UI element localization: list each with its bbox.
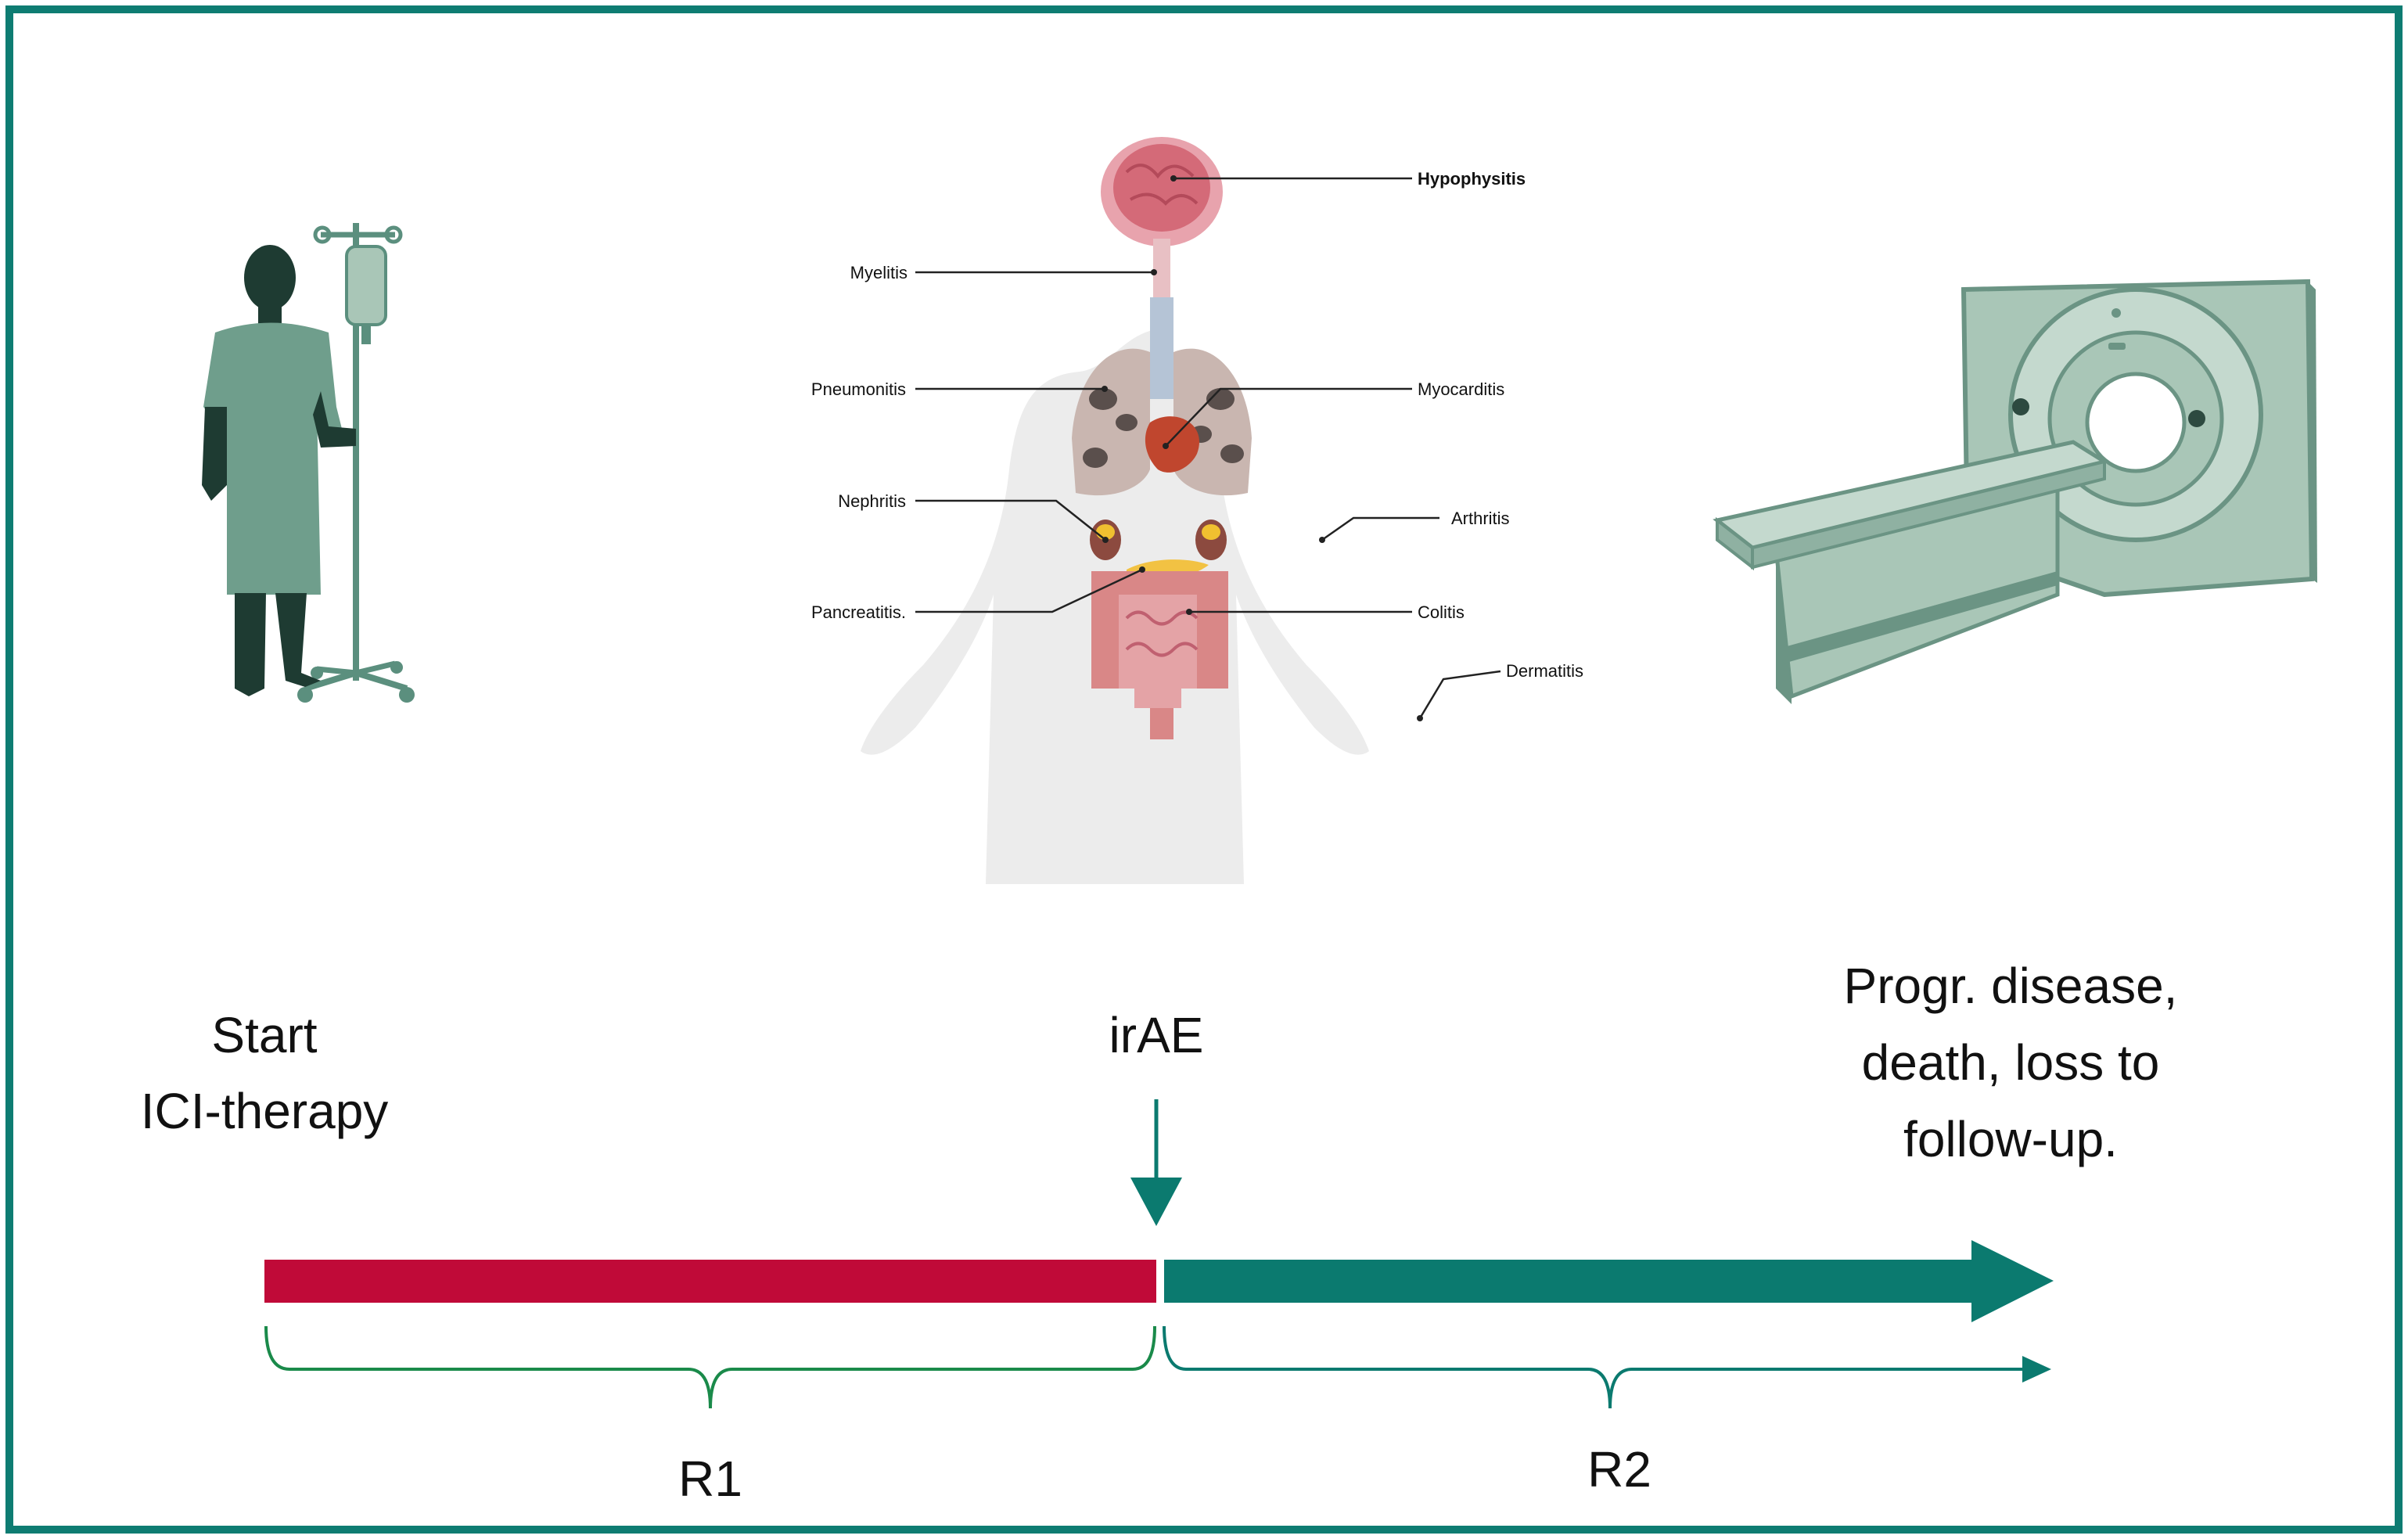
label-myocarditis: Myocarditis bbox=[1418, 379, 1504, 399]
ct-scanner-icon bbox=[1713, 279, 2317, 704]
label-dermatitis: Dermatitis bbox=[1506, 661, 1583, 681]
start-label-line1: Start bbox=[211, 1007, 317, 1063]
label-colitis: Colitis bbox=[1418, 602, 1465, 622]
patient-iv-icon bbox=[202, 223, 415, 703]
r1-bracket bbox=[264, 1325, 1156, 1409]
anatomy-figure bbox=[861, 137, 1369, 884]
end-label-line2: death, loss to bbox=[1862, 1034, 2160, 1091]
outer-frame bbox=[5, 5, 2403, 1534]
label-pneumonitis: Pneumonitis bbox=[811, 379, 906, 399]
label-pancreatitis: Pancreatitis. bbox=[811, 602, 906, 622]
label-myelitis: Myelitis bbox=[850, 263, 907, 282]
r2-arrow bbox=[1164, 1240, 2054, 1322]
label-hypophysitis: Hypophysitis bbox=[1418, 169, 1526, 189]
organ-leader-dots bbox=[1102, 175, 1423, 721]
r2-bracket bbox=[1163, 1325, 2051, 1409]
organ-leader-lines bbox=[915, 177, 1501, 719]
r1-label: R1 bbox=[678, 1451, 742, 1507]
end-label-line1: Progr. disease, bbox=[1844, 958, 2178, 1014]
label-arthritis: Arthritis bbox=[1451, 509, 1510, 528]
r1-bar bbox=[264, 1260, 1156, 1303]
irae-arrow bbox=[1130, 1099, 1182, 1226]
end-label-line3: follow-up. bbox=[1903, 1111, 2118, 1167]
r2-label: R2 bbox=[1587, 1441, 1651, 1498]
irae-label: irAE bbox=[1109, 1007, 1204, 1063]
label-nephritis: Nephritis bbox=[838, 491, 906, 511]
start-label-line2: ICI-therapy bbox=[141, 1083, 389, 1139]
